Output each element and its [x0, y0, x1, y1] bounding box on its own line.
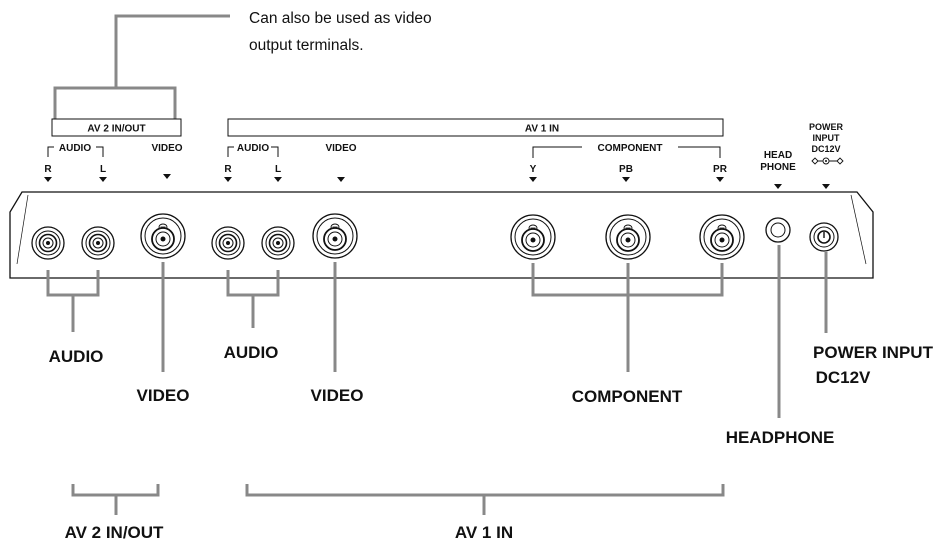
audio-l-av2-jack	[81, 226, 115, 260]
audio-av2-bracket-left	[47, 146, 54, 157]
headphone-jack	[765, 217, 791, 243]
jack-arrow-1	[44, 177, 52, 182]
video-av2-jack	[140, 213, 186, 259]
audio-av2-panel-label: AUDIO	[59, 143, 91, 154]
jacks-group	[31, 213, 839, 260]
dc-polarity-icon	[811, 157, 844, 165]
jack-arrow-8	[622, 177, 630, 182]
component-y-jack	[510, 214, 556, 260]
audio-av2-bracket-right	[96, 146, 104, 157]
power-input-jack	[809, 222, 839, 252]
component-pb-jack	[605, 214, 651, 260]
pb-label: PB	[619, 164, 633, 175]
audio-av1-callout: AUDIO	[224, 343, 279, 362]
r-av1-label: R	[224, 164, 232, 175]
jack-arrow-4	[224, 177, 232, 182]
av2-label-box	[51, 118, 182, 137]
jack-arrow-10	[774, 184, 782, 189]
power-label-2: INPUT	[813, 133, 841, 143]
group-brackets	[71, 484, 725, 515]
av1-label-box	[227, 118, 724, 137]
audio-av1-bracket-right	[271, 146, 279, 157]
jack-arrow-5	[274, 177, 282, 182]
component-pr-jack	[699, 214, 745, 260]
callout-lines	[46, 245, 828, 418]
audio-r-av1-jack	[211, 226, 245, 260]
panel-right-edge	[850, 194, 867, 265]
audio-r-av2-jack	[31, 226, 65, 260]
component-bracket-right	[678, 146, 721, 158]
power-callout-2: DC12V	[816, 368, 871, 387]
jack-arrow-6	[337, 177, 345, 182]
jack-arrow-2	[99, 177, 107, 182]
head-phone-label-2: PHONE	[760, 162, 796, 173]
component-panel-label: COMPONENT	[598, 143, 663, 154]
av2-box-label: AV 2 IN/OUT	[87, 124, 145, 135]
power-label-1: POWER	[809, 122, 844, 132]
y-label: Y	[530, 164, 537, 175]
jack-arrows	[44, 174, 830, 189]
pr-label: PR	[713, 164, 728, 175]
audio-av2-callout: AUDIO	[49, 347, 104, 366]
note-bracket	[53, 14, 230, 120]
panel-left-edge	[16, 194, 29, 265]
note-line-2: output terminals.	[249, 37, 364, 54]
jack-arrow-9	[716, 177, 724, 182]
l-av2-label: L	[100, 164, 106, 175]
audio-av1-panel-label: AUDIO	[237, 143, 269, 154]
av1-group-label: AV 1 IN	[455, 523, 513, 542]
jack-arrow-11	[822, 184, 830, 189]
av2-group-label: AV 2 IN/OUT	[65, 523, 164, 542]
r-av2-label: R	[44, 164, 52, 175]
video-av1-jack	[312, 213, 358, 259]
jack-arrow-3	[163, 174, 171, 179]
headphone-callout: HEADPHONE	[726, 428, 835, 447]
video-av1-callout: VIDEO	[311, 386, 364, 405]
component-callout: COMPONENT	[572, 387, 683, 406]
jack-arrow-7	[529, 177, 537, 182]
video-av2-panel-label: VIDEO	[151, 143, 182, 154]
power-callout-1: POWER INPUT	[813, 343, 934, 362]
video-av2-callout: VIDEO	[137, 386, 190, 405]
video-av1-panel-label: VIDEO	[325, 143, 356, 154]
l-av1-label: L	[275, 164, 281, 175]
power-label-3: DC12V	[811, 144, 840, 154]
note-line-1: Can also be used as video	[249, 10, 432, 27]
component-bracket-left	[532, 146, 582, 158]
av1-box-label: AV 1 IN	[525, 124, 559, 135]
audio-l-av1-jack	[261, 226, 295, 260]
audio-av1-bracket-left	[227, 146, 234, 157]
head-phone-label-1: HEAD	[764, 150, 792, 161]
